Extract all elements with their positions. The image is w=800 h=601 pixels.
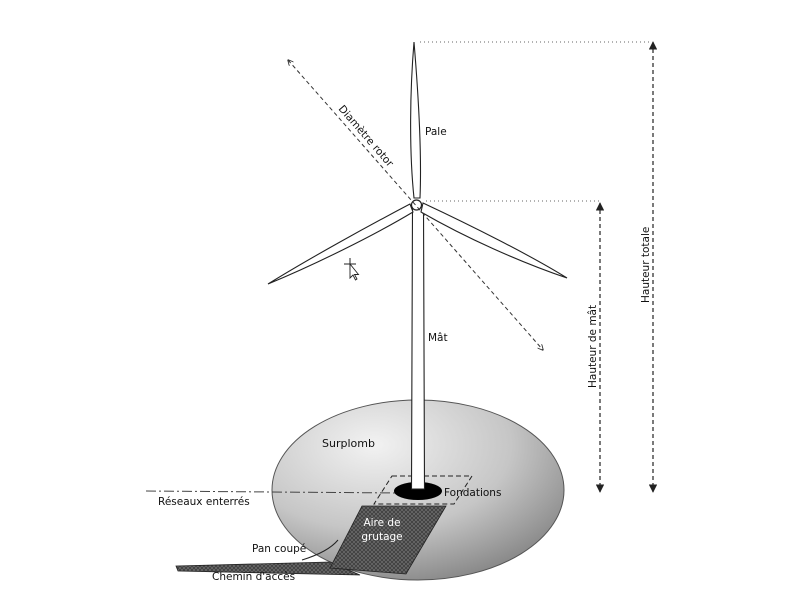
mouse-cursor-icon [344,258,360,281]
pan-coupe-curve [301,539,339,561]
label-hauteur-mat: Hauteur de mât [587,305,599,388]
mast [410,205,426,490]
label-reseaux-enterres: Réseaux enterrés [158,496,250,508]
foundation-base [394,482,442,500]
label-surplomb: Surplomb [322,437,375,450]
rotor-hub [410,199,423,211]
foundations-outline [373,475,473,505]
label-pale: Pale [425,126,447,138]
buried-networks-line [145,490,401,494]
label-hauteur-totale: Hauteur totale [640,227,652,303]
label-fondations: Fondations [444,487,501,499]
label-aire-grutage-2: grutage [361,531,402,543]
rotor-diameter-arrow [288,60,543,350]
access-road [175,561,361,576]
label-chemin-acces: Chemin d'accès [212,571,295,583]
crane-area [329,505,447,575]
label-aire-grutage-1: Aire de [363,517,400,529]
label-mat: Mât [428,332,448,344]
label-pan-coupe: Pan coupé [252,543,306,555]
